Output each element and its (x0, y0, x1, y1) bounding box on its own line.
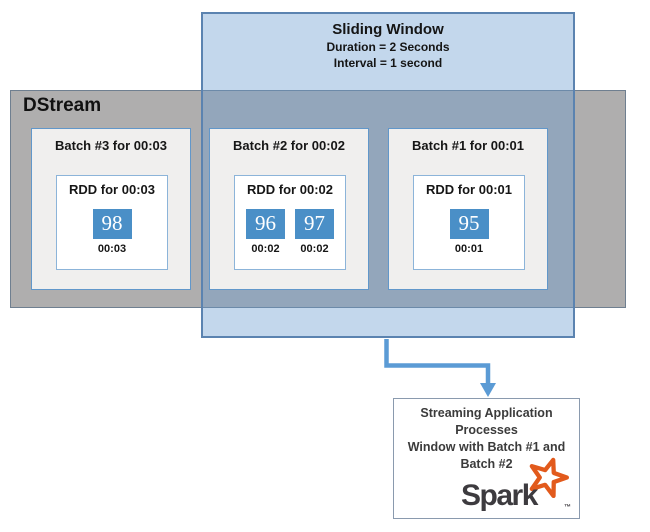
batch-2-box: Batch #2 for 00:02 RDD for 00:02 96 00:0… (209, 128, 369, 290)
sliding-window-duration: Duration = 2 Seconds (326, 40, 450, 54)
spark-logo-text: Spark (461, 479, 538, 512)
cell-time-label: 00:01 (454, 243, 484, 255)
sliding-window-title: Sliding Window (332, 21, 444, 38)
processor-text-line: Window with Batch #1 and (407, 440, 566, 454)
batch-1-title: Batch #1 for 00:01 (412, 138, 524, 153)
rdd-box-0001: RDD for 00:01 95 00:01 (413, 175, 525, 270)
rdd-title-0001: RDD for 00:01 (426, 182, 512, 197)
sliding-window-interval: Interval = 1 second (333, 56, 443, 70)
batch-3-box: Batch #3 for 00:03 RDD for 00:03 98 00:0… (31, 128, 191, 290)
processor-box: Streaming Application Processes Window w… (393, 398, 580, 519)
batch-1-box: Batch #1 for 00:01 RDD for 00:01 95 00:0… (388, 128, 548, 290)
cell-value: 95 (449, 209, 489, 239)
rdd-cell: 95 00:01 (449, 209, 489, 255)
rdd-cell: 96 00:02 (246, 209, 285, 255)
rdd-title-0002: RDD for 00:02 (247, 182, 333, 197)
cell-time-label: 00:02 (300, 243, 329, 255)
spark-trademark: ™ (564, 504, 571, 511)
rdd-cell-row: 96 00:02 97 00:02 (235, 209, 345, 255)
cell-time-label: 00:02 (251, 243, 280, 255)
cell-value: 97 (295, 209, 334, 239)
batch-2-title: Batch #2 for 00:02 (233, 138, 345, 153)
cell-time-label: 00:03 (97, 243, 127, 255)
rdd-cell: 97 00:02 (295, 209, 334, 255)
processor-text-line: Batch #2 (460, 457, 513, 471)
dstream-label: DStream (23, 95, 102, 116)
spark-logo: Spark ™ (445, 457, 573, 516)
processor-text-line: Streaming Application (420, 406, 553, 420)
rdd-title-0003: RDD for 00:03 (69, 182, 155, 197)
rdd-cell-row: 98 00:03 (57, 209, 167, 255)
spark-star-icon (529, 457, 569, 499)
processor-text-line: Processes (455, 423, 518, 437)
rdd-cell-row: 95 00:01 (414, 209, 524, 255)
rdd-box-0003: RDD for 00:03 98 00:03 (56, 175, 168, 270)
cell-value: 98 (92, 209, 132, 239)
batch-3-title: Batch #3 for 00:03 (55, 138, 167, 153)
cell-value: 96 (246, 209, 285, 239)
rdd-cell: 98 00:03 (92, 209, 132, 255)
rdd-box-0002: RDD for 00:02 96 00:02 97 00:02 (234, 175, 346, 270)
